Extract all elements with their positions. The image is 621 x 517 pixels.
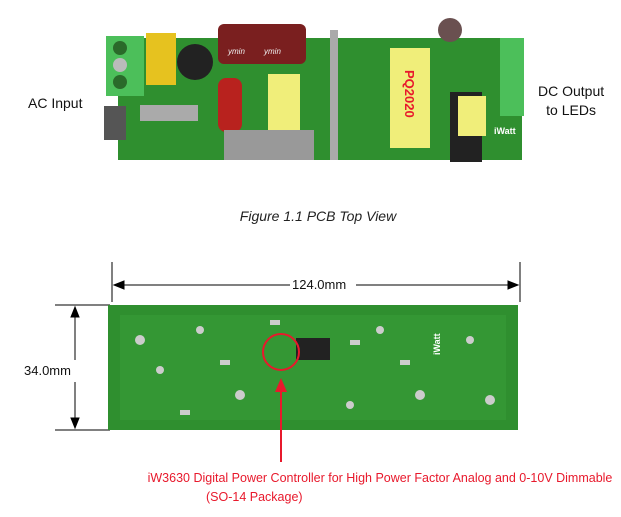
svg-text:ymin: ymin (227, 47, 245, 56)
svg-text:ymin: ymin (263, 47, 281, 56)
svg-text:PQ2020: PQ2020 (402, 70, 417, 118)
height-dimension-line (55, 304, 110, 431)
dc-terminal-block (500, 38, 524, 116)
svg-text:iWatt: iWatt (432, 333, 442, 355)
controller-callout-line1: iW3630 Digital Power Controller for High… (147, 471, 613, 485)
controller-callout-line2: (SO-14 Package) (206, 490, 303, 504)
pcb-bottom-photo: iWatt (108, 305, 518, 430)
dc-output-label: DC Output to LEDs (538, 83, 605, 118)
pcb-top-photo: ymin ymin PQ2020 iWatt (104, 18, 524, 162)
width-dimension-label: 124.0mm (292, 277, 347, 292)
controller-highlight-circle (262, 333, 300, 371)
bulk-capacitor (218, 24, 306, 64)
svg-text:iWatt: iWatt (494, 126, 516, 136)
transformer (390, 48, 430, 148)
ac-input-label: AC Input (28, 95, 83, 111)
height-dimension-label: 34.0mm (24, 363, 71, 378)
width-dimension-line (111, 262, 521, 302)
figure-caption: Figure 1.1 PCB Top View (239, 208, 397, 224)
ic-chip (296, 338, 330, 360)
